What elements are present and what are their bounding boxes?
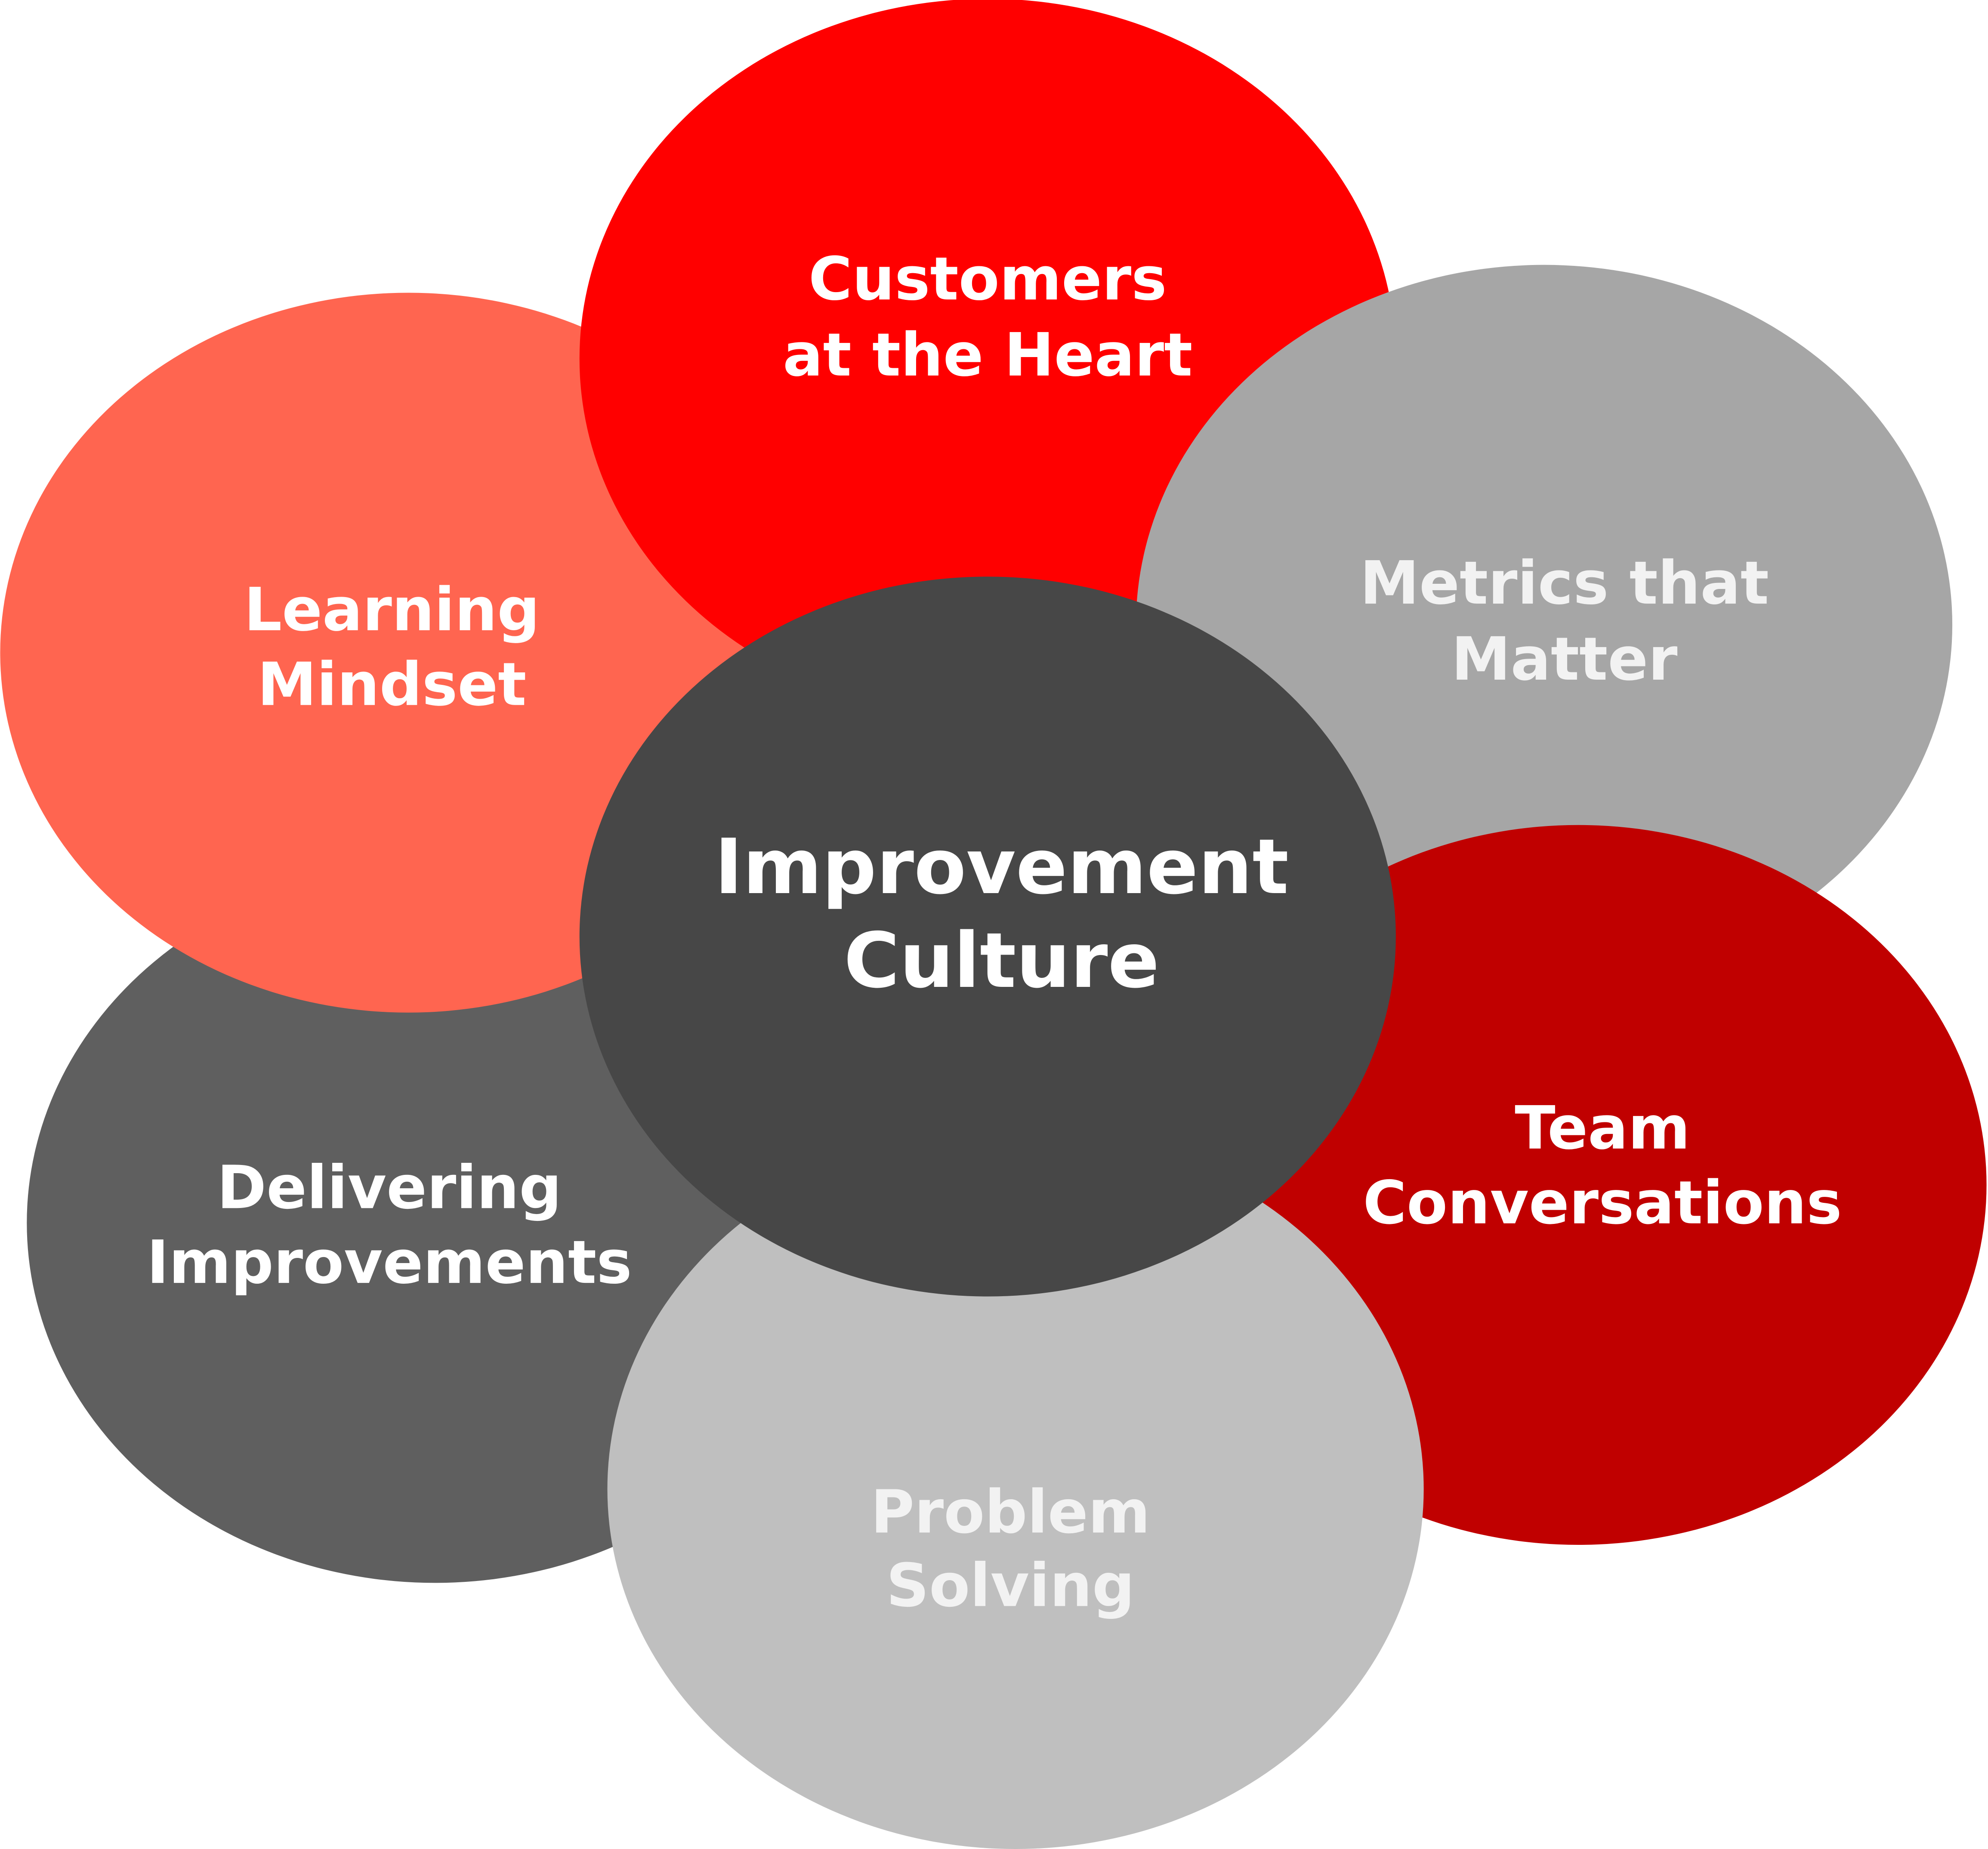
petal-team-line-1: Team	[1515, 1093, 1690, 1163]
center-line-1: Improvement	[714, 823, 1289, 911]
petal-delivering-line-2: Improvements	[147, 1227, 632, 1297]
petal-customers-line-2: at the Heart	[783, 320, 1192, 390]
center-shape	[579, 576, 1396, 1297]
petal-metrics-line-1: Metrics that	[1360, 548, 1769, 618]
center-line-2: Culture	[844, 916, 1160, 1005]
center-circle: Improvement Culture	[579, 576, 1396, 1297]
petal-problem-line-2: Solving	[886, 1550, 1135, 1620]
petal-learning-line-2: Mindset	[257, 650, 526, 719]
petal-team-line-2: Conversations	[1363, 1168, 1842, 1238]
petal-metrics-line-2: Matter	[1451, 624, 1678, 694]
petal-customers-line-1: Customers	[809, 244, 1167, 314]
petal-problem-line-1: Problem	[871, 1477, 1151, 1547]
petal-problem-shape	[607, 1129, 1424, 1849]
petal-problem: Problem Solving	[607, 1129, 1424, 1849]
petal-learning-line-1: Learning	[244, 575, 540, 644]
petal-delivering-line-1: Delivering	[217, 1153, 562, 1222]
